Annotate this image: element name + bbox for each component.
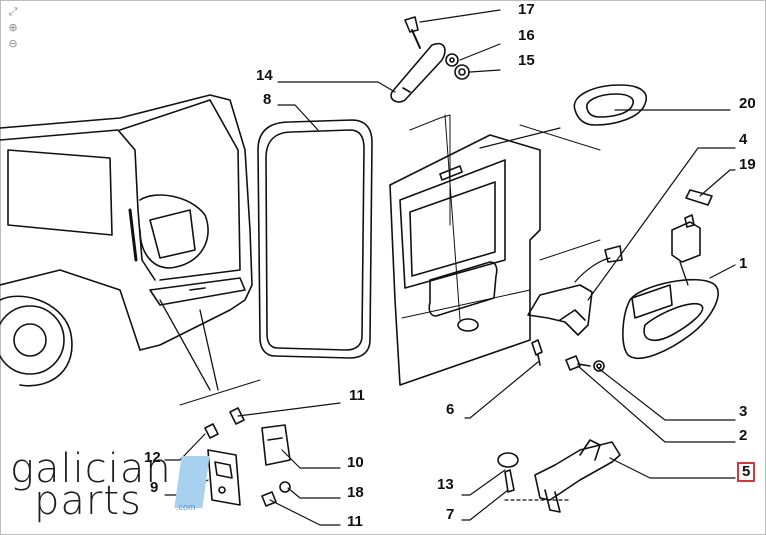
- zoom-out-icon[interactable]: ⊖: [8, 37, 18, 50]
- callout-13[interactable]: 13: [437, 476, 454, 493]
- part-5-lock-drawing: [497, 439, 621, 513]
- callout-10[interactable]: 10: [347, 454, 364, 471]
- galicianparts-watermark: galician parts .com: [10, 446, 210, 526]
- callout-14[interactable]: 14: [256, 67, 273, 84]
- logo-domain: .com: [176, 502, 196, 512]
- callout-11-top[interactable]: 11: [349, 387, 365, 404]
- logo-line-1: galician: [10, 446, 172, 492]
- callout-12[interactable]: 12: [144, 449, 161, 466]
- zoom-in-icon[interactable]: ⊕: [8, 21, 18, 34]
- callout-16[interactable]: 16: [518, 27, 535, 44]
- hinge-parts-drawing: [390, 16, 470, 103]
- latch-parts-drawing: [204, 407, 291, 507]
- callout-15[interactable]: 15: [518, 52, 535, 69]
- callout-7[interactable]: 7: [446, 506, 455, 523]
- part-1-handle: [622, 214, 719, 360]
- callout-6[interactable]: 6: [446, 401, 455, 418]
- callout-2[interactable]: 2: [739, 427, 748, 444]
- part-20-grommet: [573, 84, 647, 126]
- callout-5-highlighted[interactable]: 5: [737, 462, 756, 482]
- callout-4[interactable]: 4: [739, 131, 748, 148]
- part-4-bracket: [527, 245, 623, 336]
- callout-9[interactable]: 9: [150, 479, 159, 496]
- callout-11-bottom[interactable]: 11: [347, 513, 363, 530]
- door-seal-drawing: [257, 119, 373, 359]
- fit-icon[interactable]: ⤢: [8, 5, 18, 18]
- callout-8[interactable]: 8: [263, 91, 272, 108]
- van-body-drawing: [0, 94, 261, 406]
- callout-18[interactable]: 18: [347, 484, 364, 501]
- small-fasteners-drawing: [531, 189, 713, 372]
- callout-17[interactable]: 17: [518, 1, 535, 18]
- tailgate-drawing: [389, 114, 601, 386]
- logo-accent-shape: [174, 456, 210, 508]
- callout-20[interactable]: 20: [739, 95, 756, 112]
- callout-1[interactable]: 1: [739, 255, 748, 272]
- callout-3[interactable]: 3: [739, 403, 748, 420]
- logo-line-2: parts: [34, 478, 142, 524]
- callout-19[interactable]: 19: [739, 156, 756, 173]
- leader-lines: [164, 9, 736, 526]
